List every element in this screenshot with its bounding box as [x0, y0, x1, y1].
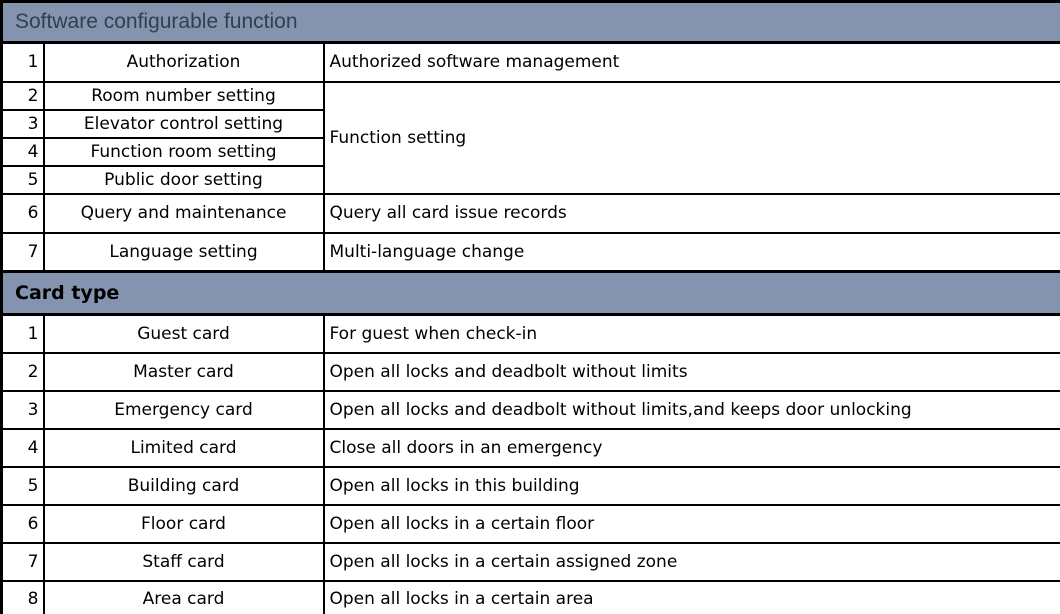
table-row: 1 Authorization Authorized software mana…: [0, 41, 1060, 83]
function-name: Query and maintenance: [42, 192, 325, 234]
section-header-software: Software configurable function: [0, 0, 1060, 44]
card-desc: Open all locks and deadbolt without limi…: [322, 389, 1060, 430]
row-number: 6: [0, 192, 45, 234]
row-number: 8: [0, 579, 45, 614]
row-number: 4: [0, 136, 45, 167]
row-number: 2: [0, 80, 45, 111]
function-name: Room number setting: [42, 80, 325, 111]
row-number: 2: [0, 351, 45, 392]
function-name: Public door setting: [42, 164, 325, 195]
function-desc-merged: Function setting: [322, 80, 1060, 195]
card-desc: Open all locks in this building: [322, 465, 1060, 506]
table-row: 6 Floor card Open all locks in a certain…: [0, 503, 1060, 544]
table-row: 8 Area card Open all locks in a certain …: [0, 579, 1060, 614]
table-row: 1 Guest card For guest when check-in: [0, 313, 1060, 354]
row-number: 5: [0, 164, 45, 195]
function-desc: Authorized software management: [322, 41, 1060, 83]
card-desc: Open all locks in a certain area: [322, 579, 1060, 614]
table-row: 7 Language setting Multi-language change: [0, 231, 1060, 273]
section-title: Software configurable function: [0, 0, 1060, 44]
table-row: 4 Limited card Close all doors in an eme…: [0, 427, 1060, 468]
section-title: Card type: [0, 270, 1060, 316]
card-name: Staff card: [42, 541, 325, 582]
row-number: 1: [0, 41, 45, 83]
table-row: 2 Master card Open all locks and deadbol…: [0, 351, 1060, 392]
card-desc: Open all locks and deadbolt without limi…: [322, 351, 1060, 392]
card-name: Master card: [42, 351, 325, 392]
row-number: 3: [0, 389, 45, 430]
card-desc: Open all locks in a certain floor: [322, 503, 1060, 544]
function-desc: Query all card issue records: [322, 192, 1060, 234]
table-row: 4 Function room setting: [0, 136, 1060, 167]
card-name: Area card: [42, 579, 325, 614]
card-name: Emergency card: [42, 389, 325, 430]
card-desc: Open all locks in a certain assigned zon…: [322, 541, 1060, 582]
card-desc: Close all doors in an emergency: [322, 427, 1060, 468]
row-number: 5: [0, 465, 45, 506]
row-number: 3: [0, 108, 45, 139]
row-number: 7: [0, 541, 45, 582]
row-number: 4: [0, 427, 45, 468]
card-desc: For guest when check-in: [322, 313, 1060, 354]
table-row: 6 Query and maintenance Query all card i…: [0, 192, 1060, 234]
card-name: Guest card: [42, 313, 325, 354]
row-number: 6: [0, 503, 45, 544]
row-number: 1: [0, 313, 45, 354]
function-name: Authorization: [42, 41, 325, 83]
section-header-card-type: Card type: [0, 270, 1060, 316]
table-row: 5 Building card Open all locks in this b…: [0, 465, 1060, 506]
function-desc: Multi-language change: [322, 231, 1060, 273]
table-row: 7 Staff card Open all locks in a certain…: [0, 541, 1060, 582]
table-row: 3 Emergency card Open all locks and dead…: [0, 389, 1060, 430]
row-number: 7: [0, 231, 45, 273]
card-name: Floor card: [42, 503, 325, 544]
function-name: Elevator control setting: [42, 108, 325, 139]
table-row: 2 Room number setting Function setting: [0, 80, 1060, 195]
table-row: 3 Elevator control setting: [0, 108, 1060, 139]
card-name: Building card: [42, 465, 325, 506]
card-name: Limited card: [42, 427, 325, 468]
table-row: 5 Public door setting: [0, 164, 1060, 195]
function-name: Function room setting: [42, 136, 325, 167]
function-name: Language setting: [42, 231, 325, 273]
